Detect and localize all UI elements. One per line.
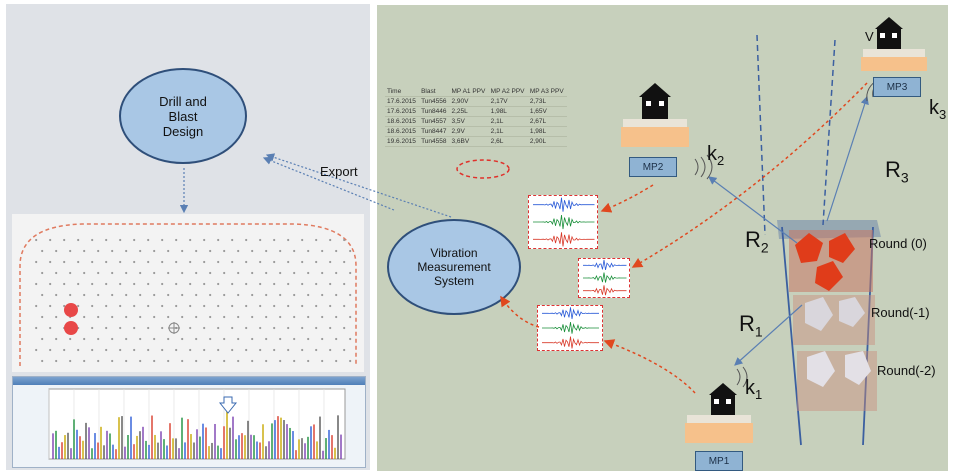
charge-hole-upper	[64, 303, 78, 317]
house-mp1	[685, 383, 753, 443]
signal-snapshot-mp3	[578, 258, 630, 298]
table-cell: 17.6.2015	[385, 106, 420, 117]
table-cell: 2,1L	[488, 126, 528, 137]
table-header-cell: Blast	[419, 87, 450, 97]
table-cell: 2,25L	[449, 106, 489, 117]
r2-label: R2	[745, 227, 769, 256]
table-cell: 17.6.2015	[385, 96, 420, 107]
r1-label: R1	[739, 311, 763, 340]
r3-label: R3	[885, 157, 909, 186]
cut-center-marker	[168, 322, 180, 334]
table-cell: 2,17V	[488, 96, 528, 107]
vibration-system-label: Vibration Measurement System	[417, 246, 491, 288]
table-cell: Tun4558	[419, 136, 450, 147]
table-header-cell: MP A3 PPV	[527, 87, 567, 97]
table-cell: 2,67L	[527, 116, 567, 127]
table-cell: Tun8446	[419, 106, 450, 117]
table-cell: 19.6.2015	[385, 136, 420, 147]
left-panel: Drill and Blast Design	[6, 4, 370, 470]
vibration-spectrum	[48, 388, 346, 460]
table-header-cell: MP A2 PPV	[488, 87, 528, 97]
house-mp3	[861, 17, 927, 71]
round-0-label: Round (0)	[869, 236, 927, 251]
right-panel: Time Blast MP A1 PPV MP A2 PPV MP A3 PPV…	[265, 5, 948, 471]
signal-snapshot-mp1	[537, 305, 603, 351]
table-cell: 2,1L	[488, 116, 528, 127]
table-cell: 3,5V	[449, 116, 489, 127]
table-cell: 18.6.2015	[385, 126, 420, 137]
table-cell: 1,98L	[527, 126, 567, 137]
table-header-cell: Time	[385, 87, 420, 97]
round-minus-2-label: Round(-2)	[877, 363, 936, 378]
export-label: Export	[320, 164, 358, 179]
drill-blast-design-node[interactable]: Drill and Blast Design	[119, 68, 247, 164]
vibration-measurement-system-node[interactable]: Vibration Measurement System	[387, 219, 521, 315]
mp2-box[interactable]: MP2	[629, 157, 677, 177]
k1-label: k1	[745, 377, 763, 402]
table-cell: 2,90L	[527, 136, 567, 147]
house-mp2	[621, 83, 689, 147]
blast-round-0	[789, 230, 873, 292]
mp3-box[interactable]: MP3	[873, 77, 921, 97]
table-cell: Tun8447	[419, 126, 450, 137]
table-cell: 3,6BV	[449, 136, 489, 147]
highlight-marker	[456, 159, 510, 179]
table-header-cell: MP A1 PPV	[449, 87, 489, 97]
table-cell: Tun4557	[419, 116, 450, 127]
v-label: V	[865, 29, 874, 44]
round-minus-1-label: Round(-1)	[871, 305, 930, 320]
mp1-box[interactable]: MP1	[695, 451, 743, 471]
blast-round-minus-1	[793, 295, 875, 345]
table-cell: 18.6.2015	[385, 116, 420, 127]
signal-snapshot-mp2	[528, 195, 598, 249]
tunnel-profile	[19, 223, 357, 366]
diagram-overlay	[265, 17, 927, 446]
tunnel-face-drawing	[12, 214, 364, 372]
table-cell: Tun4556	[419, 96, 450, 107]
vibration-chart-window	[12, 376, 366, 468]
ppv-table: Time Blast MP A1 PPV MP A2 PPV MP A3 PPV…	[385, 87, 567, 147]
drill-blast-design-label: Drill and Blast Design	[159, 93, 207, 139]
charge-hole-lower	[64, 321, 78, 335]
k2-label: k2	[707, 143, 725, 168]
table-cell: 1,65V	[527, 106, 567, 117]
table-cell: 2,6L	[488, 136, 528, 147]
table-cell: 2,9V	[449, 126, 489, 137]
k3-label: k3	[929, 97, 947, 122]
table-cell: 2,73L	[527, 96, 567, 107]
table-cell: 1,98L	[488, 106, 528, 117]
table-header-row: Time Blast MP A1 PPV MP A2 PPV MP A3 PPV	[385, 87, 567, 97]
table-cell: 2,90V	[449, 96, 489, 107]
blast-round-minus-2	[797, 351, 877, 411]
